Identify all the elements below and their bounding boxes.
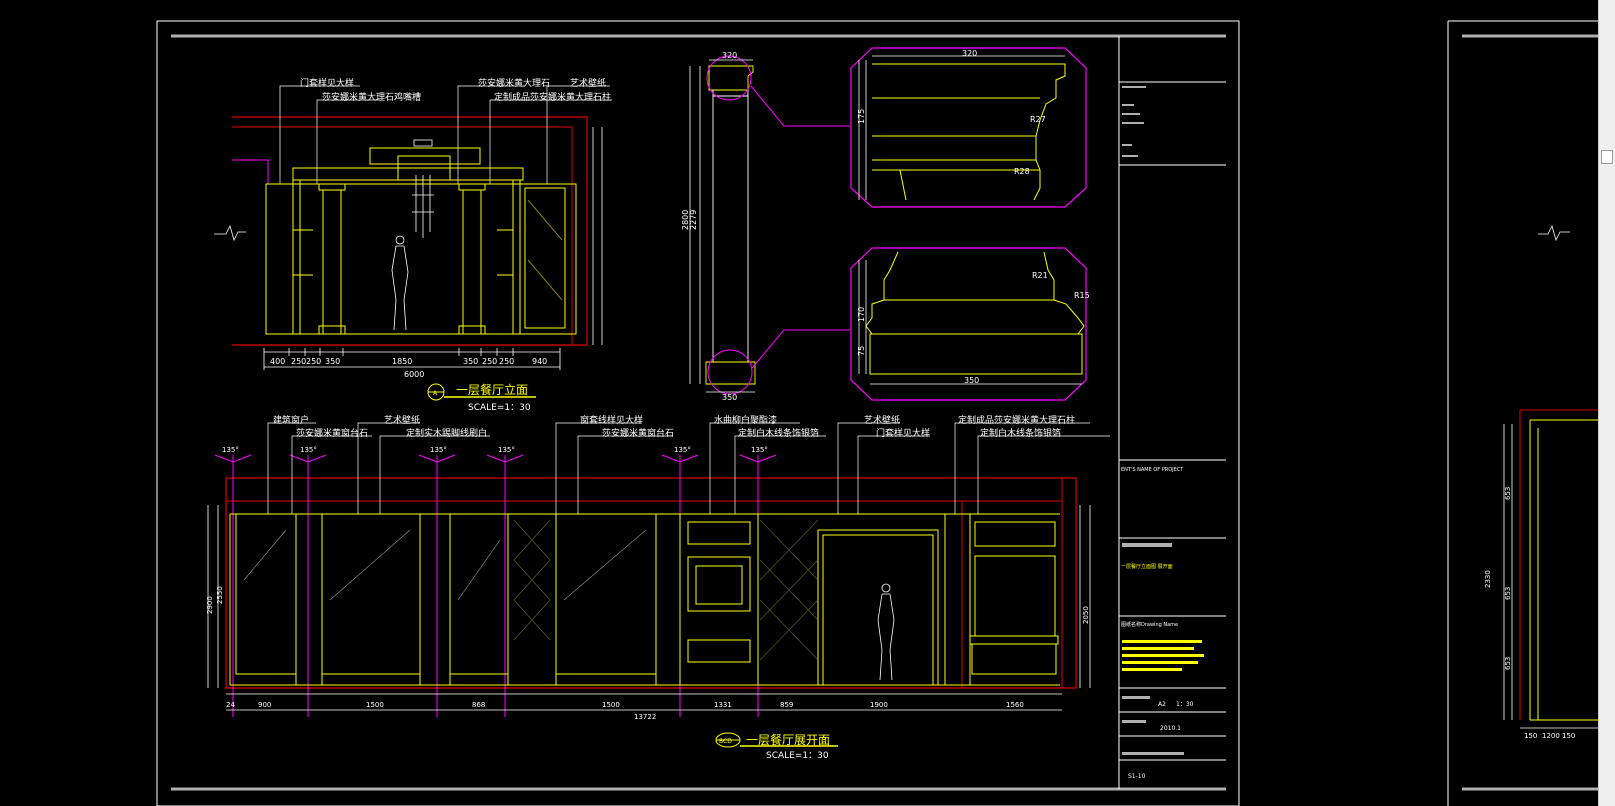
elevation-bcd-drawing <box>207 422 1110 748</box>
svg-text:6000: 6000 <box>404 370 424 379</box>
elevation-a-title: 一层餐厅立面 <box>456 382 528 397</box>
svg-text:S1-10: S1-10 <box>1128 773 1146 780</box>
svg-text:R28: R28 <box>1014 167 1030 176</box>
drawing-name: 一层餐厅立面图 展开面 <box>1121 563 1173 570</box>
label-marble: 莎安娜米黄大理石 <box>478 77 550 89</box>
svg-text:1560: 1560 <box>1006 701 1024 709</box>
svg-text:2010.1: 2010.1 <box>1160 725 1181 732</box>
label-wallpaper: 艺术壁纸 <box>570 77 606 89</box>
label-marble-trim: 莎安娜米黄大理石鸡嘴槽 <box>322 91 421 103</box>
svg-text:1900: 1900 <box>870 701 888 709</box>
svg-text:400: 400 <box>270 357 285 366</box>
sheet-frame <box>156 20 1240 806</box>
svg-text:350: 350 <box>722 393 737 402</box>
elevation-a-drawing <box>214 85 612 401</box>
svg-text:1500: 1500 <box>366 701 384 709</box>
svg-text:1331: 1331 <box>714 701 732 709</box>
svg-text:135°: 135° <box>222 446 239 454</box>
elevation-bcd-title: 一层餐厅展开面 <box>746 732 830 747</box>
svg-text:1：30: 1：30 <box>1176 701 1194 708</box>
svg-text:窗套线样见大样: 窗套线样见大样 <box>580 414 643 426</box>
project-heading: ENT'S NAME OF PROJECT <box>1121 467 1184 473</box>
svg-text:135°: 135° <box>430 446 447 454</box>
label-marble-column: 定制成品莎安娜米黄大理石柱 <box>494 91 611 103</box>
svg-text:门套样见大样: 门套样见大样 <box>876 427 930 439</box>
vertical-scrollbar[interactable] <box>1598 0 1615 806</box>
svg-text:150: 150 <box>1562 732 1575 740</box>
svg-text:135°: 135° <box>751 446 768 454</box>
svg-text:175: 175 <box>857 109 866 124</box>
svg-text:320: 320 <box>722 51 737 60</box>
column-detail-text: 320 350 320 350 R27 R28 R21 R15 2800 227… <box>681 49 1090 402</box>
elevation-a-scale: SCALE=1：30 <box>468 403 531 413</box>
svg-text:莎安娜米黄窗台石: 莎安娜米黄窗台石 <box>296 427 368 439</box>
drawing-name-label: 图纸名称Drawing Name <box>1121 621 1178 628</box>
svg-text:建筑窗户: 建筑窗户 <box>273 414 309 426</box>
svg-text:艺术壁纸: 艺术壁纸 <box>864 414 900 426</box>
svg-text:水曲柳白聚酯漆: 水曲柳白聚酯漆 <box>714 414 777 426</box>
svg-text:900: 900 <box>258 701 271 709</box>
svg-text:A2: A2 <box>1158 701 1166 708</box>
elevation-a-tag: A <box>433 390 438 397</box>
svg-text:250: 250 <box>291 357 306 366</box>
svg-text:135°: 135° <box>674 446 691 454</box>
title-block <box>1119 81 1226 761</box>
svg-text:653: 653 <box>1504 657 1512 670</box>
svg-text:R21: R21 <box>1032 271 1048 280</box>
svg-text:350: 350 <box>463 357 478 366</box>
svg-text:R27: R27 <box>1030 115 1046 124</box>
svg-text:250: 250 <box>482 357 497 366</box>
neighbor-sheet-drawing: 2330 653 653 653 150 1200 150 <box>1484 224 1598 740</box>
svg-text:859: 859 <box>780 701 793 709</box>
svg-text:868: 868 <box>472 701 485 709</box>
svg-text:653: 653 <box>1504 587 1512 600</box>
svg-text:2550: 2550 <box>216 586 224 604</box>
svg-text:1200: 1200 <box>1542 732 1560 740</box>
title-block-text: ENT'S NAME OF PROJECT 一层餐厅立面图 展开面 图纸名称Dr… <box>1121 467 1194 780</box>
column-detail-drawing <box>689 47 1087 401</box>
svg-text:2050: 2050 <box>1082 606 1090 624</box>
svg-text:24: 24 <box>226 701 235 709</box>
svg-text:320: 320 <box>962 49 977 58</box>
svg-text:940: 940 <box>532 357 547 366</box>
svg-text:1500: 1500 <box>602 701 620 709</box>
elevation-bcd-tag: BCD <box>719 738 732 745</box>
elevation-bcd-text: 建筑窗户 艺术壁纸 窗套线样见大样 水曲柳白聚酯漆 艺术壁纸 定制成品莎安娜米黄… <box>206 414 1090 761</box>
svg-text:2900: 2900 <box>206 596 214 614</box>
label-door-casing: 门套样见大样 <box>300 77 354 89</box>
svg-text:150: 150 <box>1524 732 1537 740</box>
svg-text:定制白木线条饰银箔: 定制白木线条饰银箔 <box>738 427 819 439</box>
svg-text:艺术壁纸: 艺术壁纸 <box>384 414 420 426</box>
svg-text:2279: 2279 <box>689 210 698 230</box>
neighbor-sheet-frame <box>1447 20 1598 806</box>
svg-text:定制白木线条饰银箔: 定制白木线条饰银箔 <box>980 427 1061 439</box>
scrollbar-thumb[interactable] <box>1601 150 1613 164</box>
svg-text:350: 350 <box>964 376 979 385</box>
svg-text:莎安娜米黄窗台石: 莎安娜米黄窗台石 <box>602 427 674 439</box>
svg-text:1850: 1850 <box>392 357 412 366</box>
svg-text:250: 250 <box>306 357 321 366</box>
svg-text:135°: 135° <box>300 446 317 454</box>
elevation-bcd-scale: SCALE=1：30 <box>766 751 829 761</box>
svg-text:135°: 135° <box>498 446 515 454</box>
svg-text:R15: R15 <box>1074 291 1090 300</box>
svg-text:13722: 13722 <box>634 713 656 721</box>
svg-text:2800: 2800 <box>681 210 690 230</box>
svg-text:定制成品莎安娜米黄大理石柱: 定制成品莎安娜米黄大理石柱 <box>958 414 1075 426</box>
svg-text:250: 250 <box>499 357 514 366</box>
svg-text:350: 350 <box>325 357 340 366</box>
svg-text:定制实木踢脚线刷白: 定制实木踢脚线刷白 <box>406 427 487 439</box>
svg-text:170: 170 <box>857 307 866 322</box>
svg-text:2330: 2330 <box>1484 570 1492 588</box>
svg-text:75: 75 <box>857 346 866 356</box>
svg-text:653: 653 <box>1504 487 1512 500</box>
elevation-a-text: 门套样见大样 莎安娜米黄大理石鸡嘴槽 莎安娜米黄大理石 艺术壁纸 定制成品莎安娜… <box>270 77 611 413</box>
